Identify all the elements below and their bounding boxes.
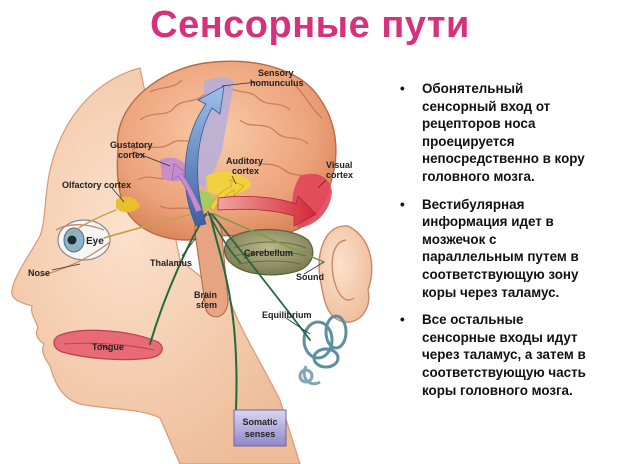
label-auditory-cortex-1: Auditory — [226, 156, 263, 166]
bullet-text: Обонятельный сенсорный вход от рецепторо… — [422, 81, 585, 184]
label-gustatory-cortex-2: cortex — [118, 150, 145, 160]
bullet-item: • Все остальные сенсорные входы идут чер… — [398, 311, 613, 399]
label-brain-stem-2: stem — [196, 300, 217, 310]
label-brain-stem-1: Brain — [194, 290, 217, 300]
label-thalamus: Thalamus — [150, 258, 192, 268]
label-olfactory-cortex: Olfactory cortex — [62, 180, 131, 190]
label-visual-cortex-1: Visual — [326, 160, 352, 170]
label-visual-cortex-2: cortex — [326, 170, 353, 180]
leader-lines — [51, 81, 327, 351]
bullet-text: Все остальные сенсорные входы идут через… — [422, 312, 586, 398]
cerebellum — [223, 228, 314, 276]
brain — [116, 60, 337, 241]
diagram-labels: Sensory homunculus Gustatory cortex Audi… — [28, 68, 353, 352]
label-auditory-cortex-2: cortex — [232, 166, 259, 176]
label-cerebellum: Cerebellum — [244, 248, 293, 258]
label-equilibrium: Equilibrium — [262, 310, 312, 320]
label-nose: Nose — [28, 268, 50, 278]
somatic-senses-label-line1: Somatic — [242, 417, 277, 427]
bullet-item: • Обонятельный сенсорный вход от рецепто… — [398, 80, 613, 186]
label-eye: Eye — [86, 236, 104, 247]
head-silhouette — [11, 67, 301, 464]
inner-ear — [298, 314, 348, 386]
bullet-list: • Обонятельный сенсорный вход от рецепто… — [398, 80, 613, 409]
bullet-item: • Вестибулярная информация идет в мозжеч… — [398, 196, 613, 302]
label-tongue: Tongue — [92, 342, 124, 352]
eye — [55, 219, 111, 261]
label-gustatory-cortex-1: Gustatory — [110, 140, 153, 150]
somatic-senses-box: Somatic senses — [233, 409, 287, 447]
label-sensory-homunculus-1: Sensory — [258, 68, 294, 78]
ear — [318, 225, 373, 323]
bullet-marker: • — [400, 196, 405, 212]
page-title: Сенсорные пути — [150, 4, 470, 46]
bullet-marker: • — [400, 312, 405, 328]
bullet-marker: • — [400, 81, 405, 96]
label-sensory-homunculus-2: homunculus — [250, 78, 304, 88]
tongue — [53, 329, 163, 361]
label-sound: Sound — [296, 272, 324, 282]
olfactory-cortex-region — [116, 196, 140, 213]
bullet-text: Вестибулярная информация идет в мозжечок… — [422, 196, 579, 300]
projection-arrows — [171, 85, 317, 227]
somatic-senses-label-line2: senses — [245, 429, 276, 439]
